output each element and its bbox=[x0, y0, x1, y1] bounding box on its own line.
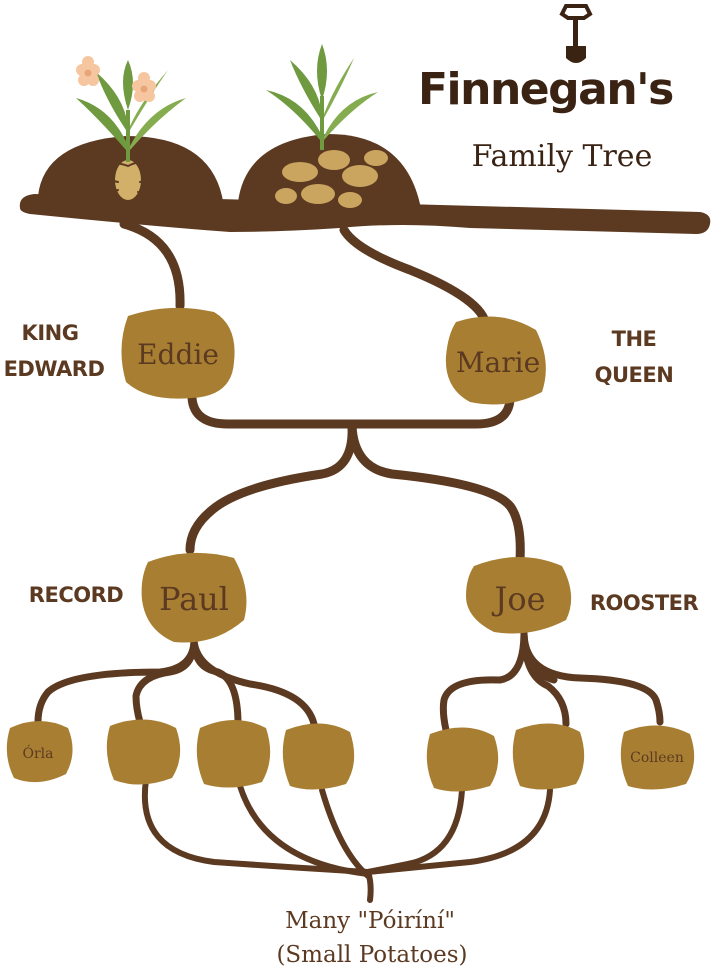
variety-label-paul: RECORD bbox=[29, 583, 123, 607]
potato-name-joe: Joe bbox=[491, 580, 545, 618]
grandchild-potato: Colleen bbox=[620, 725, 695, 790]
grandchild-potato bbox=[282, 723, 355, 790]
grandchild-potato bbox=[426, 727, 499, 792]
variety-label-eddie-line1: KING bbox=[22, 321, 79, 345]
child-potato-paul: Paul bbox=[141, 552, 247, 643]
grandchild-potato bbox=[512, 723, 585, 790]
seed-potato bbox=[75, 160, 177, 207]
potato-name-eddie: Eddie bbox=[137, 338, 219, 371]
mound-tubers bbox=[275, 150, 388, 208]
child-potato-joe: Joe bbox=[466, 557, 572, 634]
flower-icon bbox=[132, 72, 156, 102]
footer-line2: (Small Potatoes) bbox=[276, 942, 467, 968]
right-plant bbox=[266, 44, 378, 150]
brand-title: Finnegan's bbox=[418, 64, 673, 115]
parent-potato-marie: Marie bbox=[445, 316, 546, 405]
brand-subtitle: Family Tree bbox=[472, 139, 653, 174]
flower-icon bbox=[76, 56, 100, 86]
grandchild-name: Órla bbox=[23, 744, 54, 762]
potato-name-paul: Paul bbox=[159, 580, 229, 618]
parent-potato-eddie: Eddie bbox=[121, 307, 235, 399]
variety-label-eddie-line2: EDWARD bbox=[4, 357, 105, 381]
grandchild-potato bbox=[106, 719, 181, 785]
tree-roots bbox=[34, 219, 664, 903]
variety-label-joe: ROOSTER bbox=[590, 591, 699, 615]
footer-line1: Many "Póiríní" bbox=[285, 908, 455, 934]
variety-label-marie-line2: QUEEN bbox=[595, 363, 674, 387]
shovel-icon bbox=[559, 4, 593, 63]
variety-label-marie-line1: THE bbox=[612, 327, 657, 351]
potato-name-marie: Marie bbox=[456, 346, 540, 379]
grandchild-potato: Órla bbox=[6, 721, 73, 783]
grandchild-potato bbox=[196, 720, 271, 788]
left-plant bbox=[76, 56, 186, 162]
right-mound bbox=[237, 134, 421, 222]
grandchild-name: Colleen bbox=[630, 750, 684, 766]
